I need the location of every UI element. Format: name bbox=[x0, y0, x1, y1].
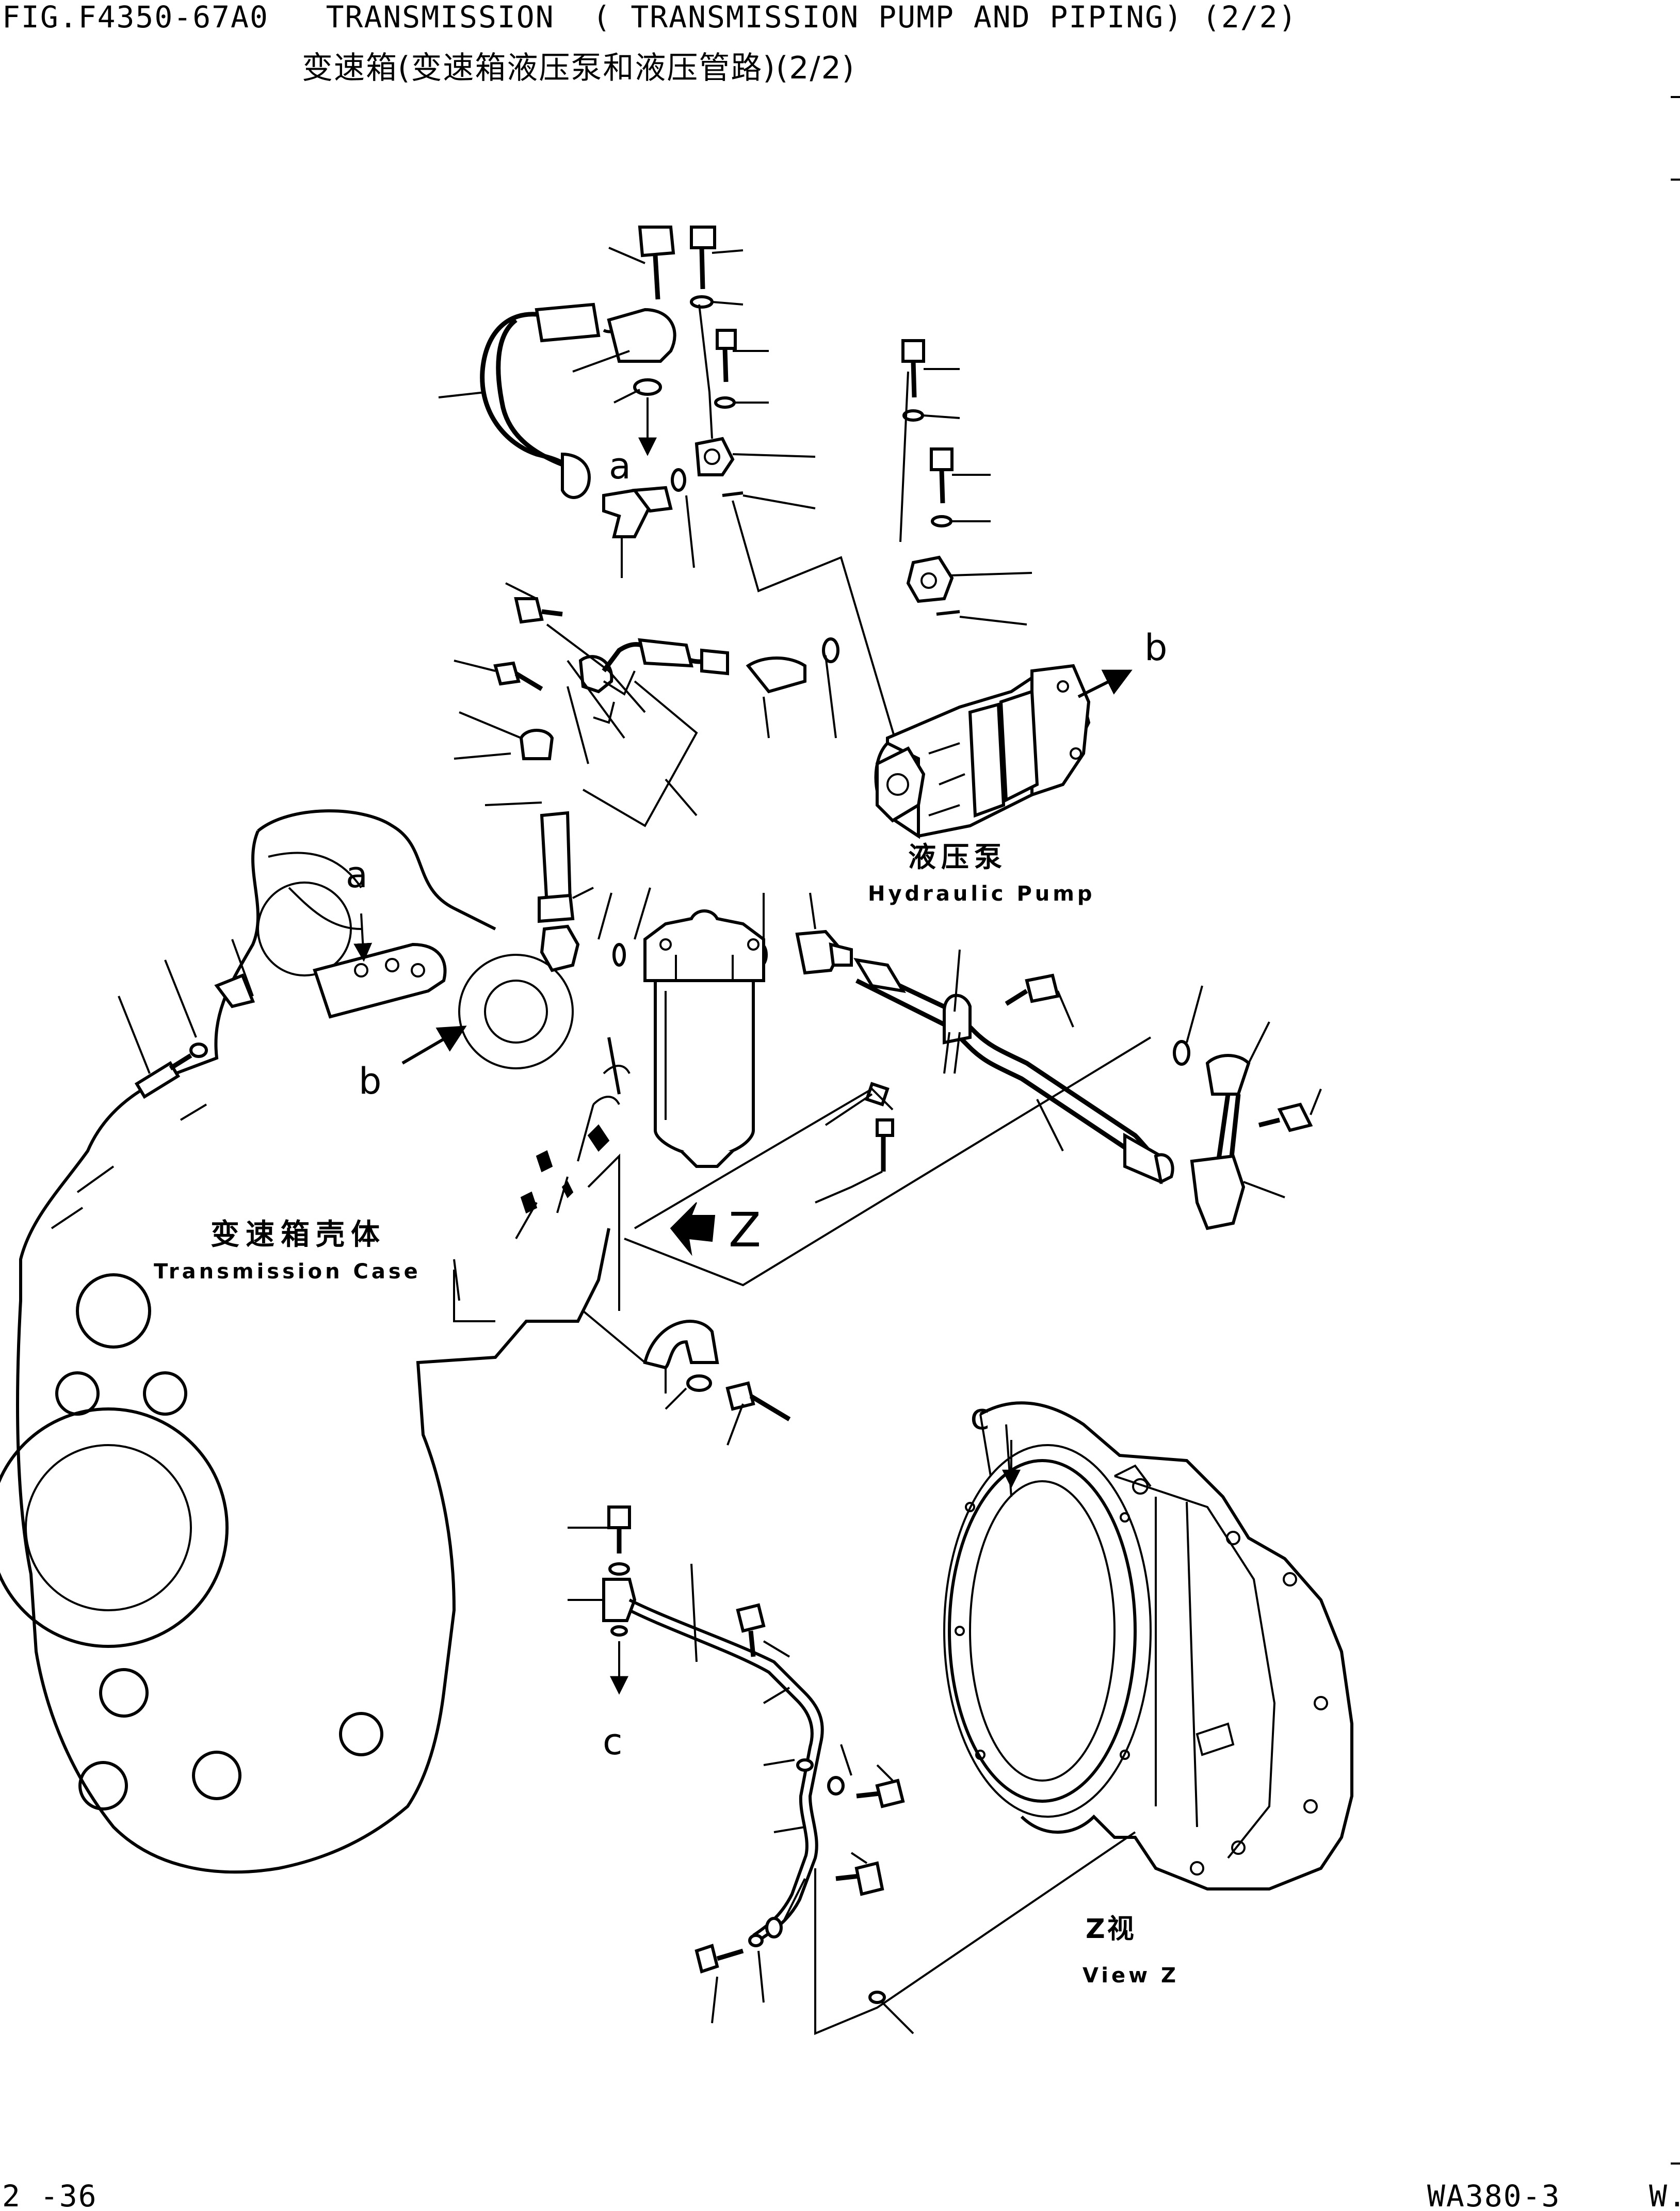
bolt-case-left bbox=[119, 939, 253, 1097]
pump-inlet-hose bbox=[439, 305, 694, 578]
return-pipe bbox=[624, 950, 1173, 1285]
ref-b-pump: b bbox=[1144, 627, 1168, 669]
oil-filter bbox=[645, 911, 764, 1166]
ref-c-housing: c bbox=[970, 1396, 990, 1438]
page-number: 2 -36 bbox=[2, 2178, 98, 2211]
label-transmission-case-en: Transmission Case bbox=[154, 1260, 421, 1284]
label-transmission-case-cn: 变速箱壳体 bbox=[211, 1218, 386, 1252]
figure-title-line: FIG.F4350-67A0 TRANSMISSION ( TRANSMISSI… bbox=[2, 0, 1298, 35]
label-view-z-cn: Z视 bbox=[1086, 1914, 1136, 1945]
ref-z-view: Z bbox=[729, 1203, 762, 1258]
edge-marker: W. bbox=[1649, 2178, 1680, 2211]
hydraulic-pump bbox=[876, 666, 1133, 836]
lower-bracket bbox=[583, 1311, 789, 1445]
breather-tube bbox=[568, 1507, 1135, 2033]
view-z-housing bbox=[944, 1403, 1352, 1889]
ref-a-top: a bbox=[609, 445, 631, 487]
model-code: WA380-3 bbox=[1427, 2178, 1561, 2211]
middle-piping bbox=[454, 583, 851, 973]
bolts-pump-top bbox=[900, 341, 1032, 624]
bolts-top-center bbox=[609, 227, 898, 748]
transmission-case bbox=[0, 811, 609, 1872]
label-hydraulic-pump-en: Hydraulic Pump bbox=[868, 882, 1095, 906]
view-z-arrow bbox=[671, 1203, 715, 1254]
case-flange-lines bbox=[454, 1037, 629, 1321]
ref-c-breather: c bbox=[603, 1721, 623, 1763]
margin-ticks bbox=[1671, 97, 1680, 2164]
right-elbow-fitting bbox=[1174, 986, 1321, 1228]
figure-title-chinese: 变速箱(变速箱液压泵和液压管路)(2/2) bbox=[302, 50, 855, 86]
label-view-z-en: View Z bbox=[1083, 1964, 1179, 1988]
ref-a-case: a bbox=[346, 854, 368, 896]
label-hydraulic-pump-cn: 液压泵 bbox=[908, 841, 1007, 873]
ref-b-case: b bbox=[359, 1060, 382, 1102]
